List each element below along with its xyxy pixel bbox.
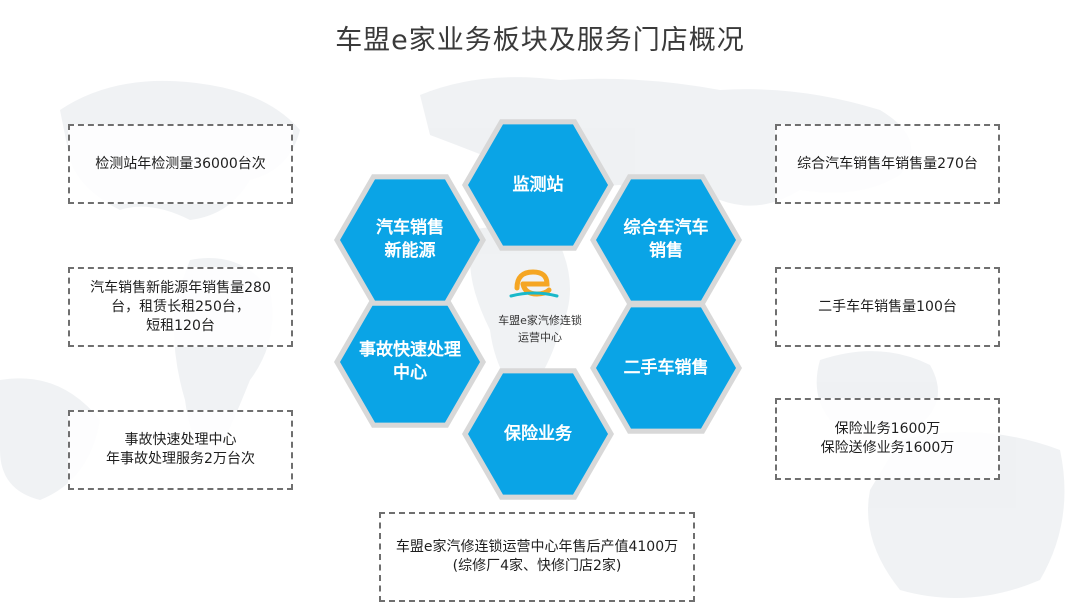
hexagon-xinnengyuan xyxy=(340,179,480,301)
info-box-shigu: 事故快速处理中心 年事故处理服务2万台次 xyxy=(68,410,293,490)
hexagon-label-xinnengyuan: 汽车销售 新能源 xyxy=(376,218,444,261)
hexagon-label-shigu: 事故快速处理 中心 xyxy=(359,340,461,383)
info-box-jiance: 检测站年检测量36000台次 xyxy=(68,124,293,204)
e-logo-icon xyxy=(509,269,559,298)
hexagon-ershou xyxy=(596,307,736,429)
info-box-xinnengyuan: 汽车销售新能源年销售量280 台，租赁长租250台， 短租120台 xyxy=(68,267,293,347)
hexagon-label-jiancezhan: 监测站 xyxy=(512,174,564,195)
hexagon-label-baoxian: 保险业务 xyxy=(504,423,572,444)
hexagon-label-zonghe: 综合车汽车 销售 xyxy=(623,218,709,261)
hexagon-baoxian xyxy=(468,373,608,495)
hexagon-zonghe xyxy=(596,179,736,301)
info-box-ershou: 二手车年销售量100台 xyxy=(775,267,1000,347)
page-title: 车盟e家业务板块及服务门店概况 xyxy=(335,25,745,56)
hexagon-jiancezhan xyxy=(468,124,608,246)
info-box-zonghe: 综合汽车销售年销售量270台 xyxy=(775,124,1000,204)
info-box-center: 车盟e家汽修连锁运营中心年售后产值4100万 (综修厂4家、快修门店2家) xyxy=(379,512,695,602)
hexagon-shigu xyxy=(340,301,480,423)
center-label: 车盟e家汽修连锁 运营中心 xyxy=(498,314,582,344)
info-box-baoxian: 保险业务1600万 保险送修业务1600万 xyxy=(775,398,1000,480)
hexagon-label-ershou: 二手车销售 xyxy=(623,357,709,378)
